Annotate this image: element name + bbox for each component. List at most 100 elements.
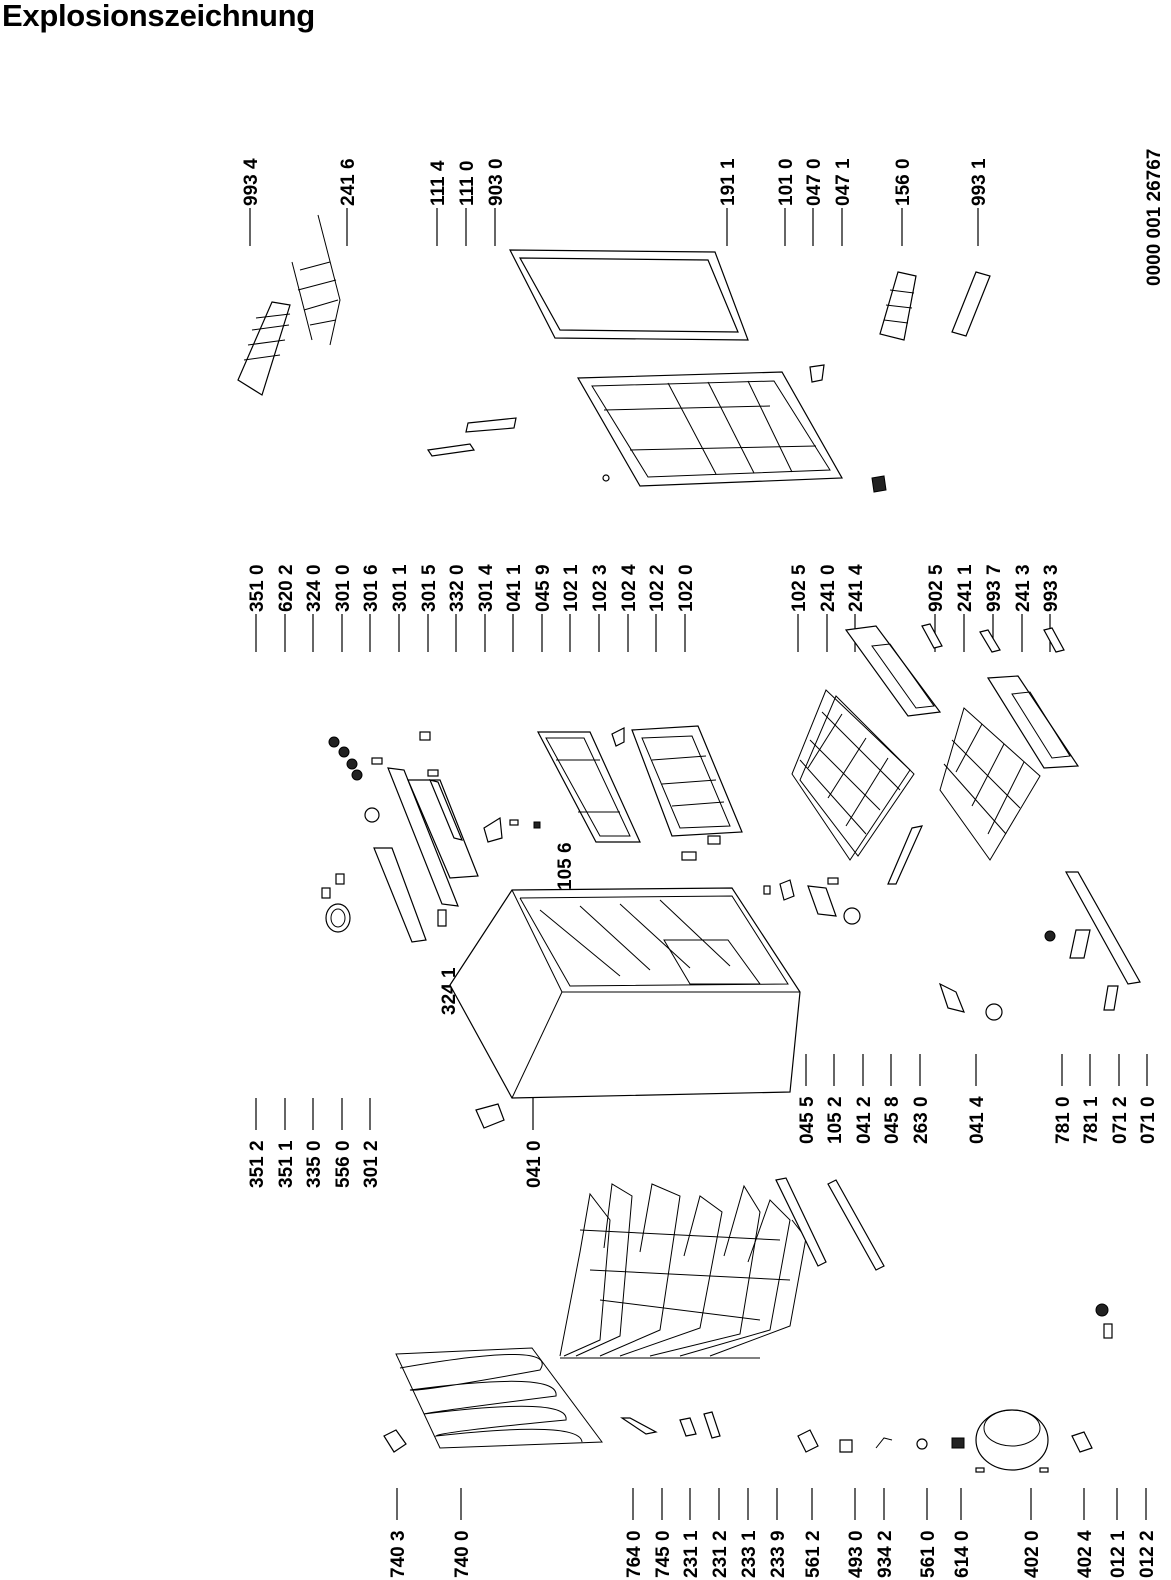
knob-parts [328, 736, 383, 823]
part-label-071-0: 071 0 [1138, 1096, 1159, 1144]
part-label-102-5: 102 5 [789, 564, 810, 612]
part-label-561-2: 561 2 [803, 1530, 824, 1578]
part-label-781-1: 781 1 [1081, 1096, 1102, 1144]
part-label-045-5: 045 5 [797, 1096, 818, 1144]
grommet-part [1095, 1303, 1109, 1317]
part-label-301-0: 301 0 [333, 564, 354, 612]
part-label-764-0: 764 0 [624, 1530, 645, 1578]
part-label-301-5: 301 5 [419, 564, 440, 612]
part-label-045-8: 045 8 [882, 1096, 903, 1144]
part-label-241-0: 241 0 [818, 564, 839, 612]
condenser-part [395, 1347, 603, 1449]
condenser-cap-part [383, 1429, 407, 1453]
part-label-045-9: 045 9 [533, 564, 554, 612]
part-label-301-2: 301 2 [361, 1140, 382, 1188]
part-label-993-7: 993 7 [984, 564, 1005, 612]
part-label-993-1: 993 1 [969, 158, 990, 206]
drawer-part [611, 725, 743, 861]
part-label-191-1: 191 1 [718, 158, 739, 206]
ice-scraper-part [951, 271, 991, 337]
small-part-493-0 [839, 1439, 853, 1453]
evaporator-part [559, 1183, 807, 1359]
wire-basket-large-part [791, 689, 915, 861]
compressor-mount-part [1071, 1431, 1093, 1453]
part-label-745-0: 745 0 [653, 1530, 674, 1578]
part-label-102-4: 102 4 [619, 564, 640, 612]
small-clip-part [602, 474, 610, 482]
parts-drawing [237, 214, 1141, 1473]
part-label-012-1: 012 1 [1108, 1530, 1129, 1578]
part-label-402-4: 402 4 [1075, 1530, 1096, 1578]
part-label-241-1: 241 1 [955, 564, 976, 612]
part-label-993-4: 993 4 [241, 158, 262, 206]
part-label-902-5: 902 5 [926, 564, 947, 612]
door-strip-part [426, 443, 476, 457]
part-label-041-1: 041 1 [504, 564, 525, 612]
part-label-102-2: 102 2 [647, 564, 668, 612]
hinge-pin-part [509, 819, 519, 826]
part-label-041-0: 041 0 [524, 1140, 545, 1188]
compressor-part [975, 1409, 1049, 1473]
small-part-561-2 [797, 1429, 819, 1453]
part-label-301-1: 301 1 [390, 564, 411, 612]
part-label-071-2: 071 2 [1110, 1096, 1131, 1144]
freezer-cabinet-part [449, 887, 801, 1099]
part-label-351-0: 351 0 [247, 564, 268, 612]
small-part-614-0 [951, 1437, 965, 1449]
thermostat-spring-part [321, 873, 351, 933]
part-label-233-1: 233 1 [739, 1530, 760, 1578]
part-label-047-1: 047 1 [833, 158, 854, 206]
part-label-041-2: 041 2 [854, 1096, 875, 1144]
part-label-561-0: 561 0 [918, 1530, 939, 1578]
ice-tray-part [879, 271, 917, 341]
part-label-493-0: 493 0 [846, 1530, 867, 1578]
page-title: Explosionszeichnung [2, 0, 315, 33]
small-part-934-2 [875, 1437, 893, 1449]
hinge-cover-part [809, 364, 825, 383]
part-label-111-0: 111 0 [457, 161, 478, 206]
filter-drier-part [620, 1417, 658, 1435]
part-label-620-2: 620 2 [276, 564, 297, 612]
door-seal-part [509, 249, 749, 341]
part-label-241-3: 241 3 [1013, 564, 1034, 612]
part-label-402-0: 402 0 [1022, 1530, 1043, 1578]
part-label-263-0: 263 0 [911, 1096, 932, 1144]
door-handle-part [465, 417, 517, 433]
part-label-231-1: 231 1 [681, 1530, 702, 1578]
part-label-351-1: 351 1 [276, 1140, 297, 1188]
part-label-231-2: 231 2 [710, 1530, 731, 1578]
grommet-sleeve-part [1103, 1323, 1113, 1339]
part-label-156-0: 156 0 [893, 158, 914, 206]
cabinet-hinge-part [475, 1103, 505, 1129]
part-label-301-6: 301 6 [361, 564, 382, 612]
wire-basket-small-part [939, 707, 1041, 861]
part-label-241-4: 241 4 [846, 564, 867, 612]
basket-front-parts [844, 623, 1080, 885]
part-label-993-3: 993 3 [1041, 564, 1062, 612]
small-part-561-0 [916, 1438, 928, 1450]
part-label-614-0: 614 0 [952, 1530, 973, 1578]
part-label-105-2: 105 2 [825, 1096, 846, 1144]
part-label-934-2: 934 2 [875, 1530, 896, 1578]
part-label-102-3: 102 3 [590, 564, 611, 612]
part-label-101-0: 101 0 [776, 158, 797, 206]
freezer-door-part [576, 371, 844, 487]
drawer-frame-part [537, 731, 641, 843]
part-label-903-0: 903 0 [486, 158, 507, 206]
bottom-hinge-parts [938, 982, 1003, 1021]
part-label-301-4: 301 4 [476, 564, 497, 612]
part-label-351-2: 351 2 [247, 1140, 268, 1188]
document-number: 0000 001 26767 [1144, 149, 1165, 286]
part-label-556-0: 556 0 [333, 1140, 354, 1188]
hinge-part [483, 816, 503, 843]
part-label-047-0: 047 0 [804, 158, 825, 206]
part-label-012-2: 012 2 [1137, 1530, 1158, 1578]
wire-shelf-part [291, 214, 341, 346]
part-label-781-0: 781 0 [1053, 1096, 1074, 1144]
part-label-740-0: 740 0 [452, 1530, 473, 1578]
part-label-111-4: 111 4 [428, 160, 449, 206]
part-label-335-0: 335 0 [304, 1140, 325, 1188]
control-panel-part [373, 731, 479, 943]
